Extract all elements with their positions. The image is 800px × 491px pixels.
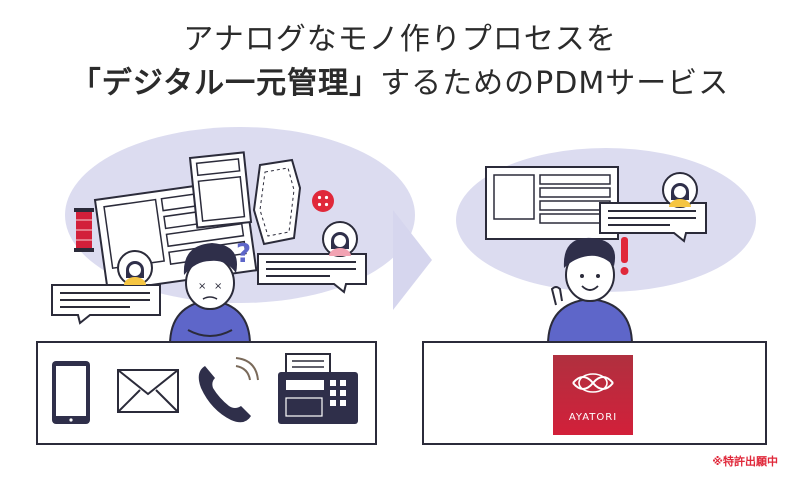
avatar-worker-right [322,221,358,257]
confused-person: × × [168,243,252,346]
pattern-piece [252,158,302,246]
digital-scene: AYATORI [422,148,767,445]
ayatori-logo: AYATORI [553,355,633,435]
analog-scene: × × ? [36,127,415,445]
spec-sheet-small [188,151,253,229]
chat-bubble-digital [599,202,707,243]
avatar-worker-left [117,250,153,286]
chat-bubble-left [51,284,161,325]
headline-emphasis: 「デジタル一元管理」 [70,66,381,101]
question-mark-icon: ? [236,239,251,269]
avatar-worker-digital [662,172,698,208]
headline-rest: するためのPDMサービス [380,66,730,101]
patent-pending-note: ※特許出願中 [712,455,778,468]
phone-icon [198,357,259,423]
tablet-icon [52,361,90,424]
ayatori-logo-text: AYATORI [569,412,617,423]
spec-sheet-digital [485,166,619,240]
spool-icon [74,208,94,252]
svg-text:×: × [214,281,222,292]
chat-bubble-right [257,253,367,294]
button-icon [312,190,334,212]
headline-line-1: アナログなモノ作りプロセスを [183,22,617,57]
envelope-icon [117,369,179,413]
happy-person [546,237,634,346]
headline-line-2: 「デジタル一元管理」するためのPDMサービス [0,58,800,102]
fax-icon [278,353,358,424]
svg-text:×: × [198,281,206,292]
transition-arrow [393,210,432,310]
exclamation-icon [620,237,629,275]
